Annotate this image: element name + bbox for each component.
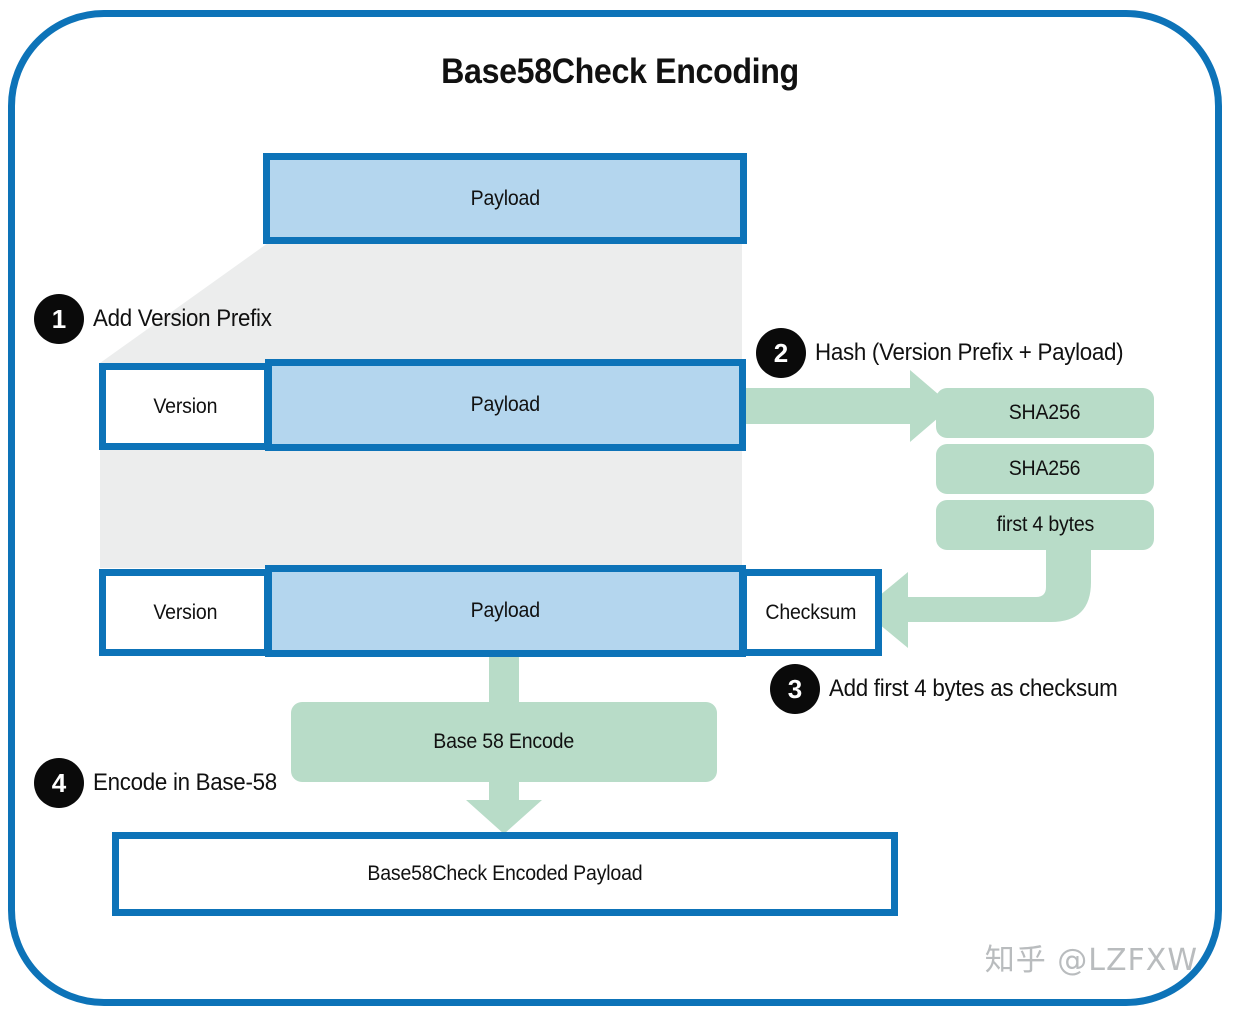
hash-box-sha256-1-label: SHA256 xyxy=(1009,401,1081,424)
step-2-badge: 2 xyxy=(756,328,806,378)
row3-version-box: Version xyxy=(99,569,271,656)
row3-checksum-label: Checksum xyxy=(765,600,857,624)
row3-version-label: Version xyxy=(153,600,217,624)
step-3: 3 Add first 4 bytes as checksum xyxy=(770,664,1139,714)
row1-payload-label: Payload xyxy=(470,186,540,210)
row2-payload-label: Payload xyxy=(470,393,541,416)
gray-connector-2 xyxy=(100,450,742,568)
step-4: 4 Encode in Base-58 xyxy=(34,758,291,808)
checksum-elbow-arrow xyxy=(862,547,1091,648)
step-4-badge: 4 xyxy=(34,758,84,808)
outer-frame xyxy=(8,10,1222,1006)
row3-payload-box: Payload xyxy=(265,565,746,657)
encoded-output-label: Base58Check Encoded Payload xyxy=(367,862,643,885)
page-title: Base58Check Encoding xyxy=(441,52,799,91)
step-3-badge: 3 xyxy=(770,664,820,714)
row3-checksum-box: Checksum xyxy=(740,569,882,656)
encoded-output-box: Base58Check Encoded Payload xyxy=(112,832,898,916)
hash-arrow xyxy=(744,370,952,442)
gray-connector-1b xyxy=(268,243,742,362)
hash-box-first-4-bytes: first 4 bytes xyxy=(936,500,1154,550)
watermark: 知乎 @LZFXW xyxy=(984,943,1198,978)
row2-version-label: Version xyxy=(153,394,217,418)
row2-version-box: Version xyxy=(99,363,271,450)
step-1: 1 Add Version Prefix xyxy=(34,294,285,344)
step-2-label: Hash (Version Prefix + Payload) xyxy=(815,339,1124,366)
row2-payload-box: Payload xyxy=(265,359,746,451)
base58-encode-label: Base 58 Encode xyxy=(433,730,575,753)
step-3-label: Add first 4 bytes as checksum xyxy=(829,675,1118,702)
base58-encode-box: Base 58 Encode xyxy=(291,702,717,782)
step-1-badge: 1 xyxy=(34,294,84,344)
step-2: 2 Hash (Version Prefix + Payload) xyxy=(756,328,1147,378)
row3-payload-label: Payload xyxy=(470,599,541,622)
hash-box-first-4-bytes-label: first 4 bytes xyxy=(996,513,1094,536)
hash-box-sha256-1: SHA256 xyxy=(936,388,1154,438)
hash-box-sha256-2: SHA256 xyxy=(936,444,1154,494)
row1-payload-box: Payload xyxy=(263,153,747,244)
hash-box-sha256-2-label: SHA256 xyxy=(1009,457,1081,480)
step-4-label: Encode in Base-58 xyxy=(93,769,277,796)
step-1-label: Add Version Prefix xyxy=(93,305,272,332)
